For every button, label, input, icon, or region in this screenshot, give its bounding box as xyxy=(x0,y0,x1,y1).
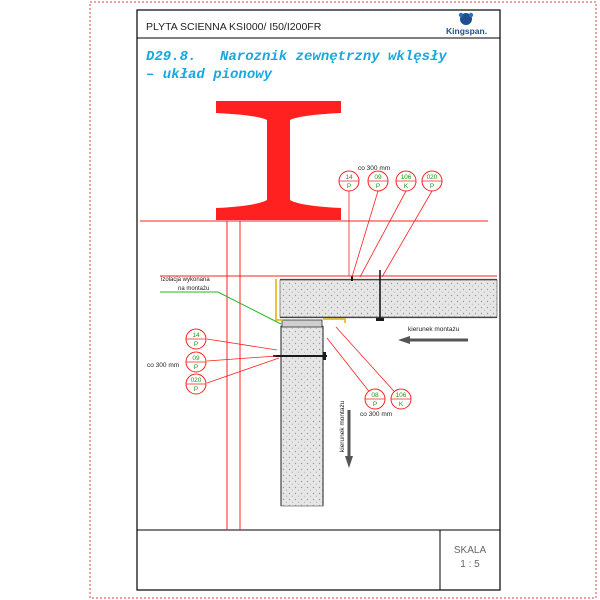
logo-text: Kingspan. xyxy=(446,26,487,36)
callout-code: 106 xyxy=(401,174,412,181)
callout-bubble: 09 P xyxy=(367,170,389,192)
leader-lines xyxy=(206,190,433,400)
drawing-frame xyxy=(136,9,501,591)
drawing-title-line2: – układ pionowy xyxy=(146,67,273,83)
drawing-code: D29.8. xyxy=(146,49,196,65)
scale-value: 1 : 5 xyxy=(460,559,480,570)
support-lines xyxy=(140,220,497,530)
callout-type: P xyxy=(194,364,198,371)
arrow-left-icon xyxy=(398,336,410,344)
callout-bubble: 020 P xyxy=(185,373,207,395)
callout-code: 106 xyxy=(396,392,407,399)
drawing-title-line1: Naroznik zewnętrzny wklęsły xyxy=(220,49,447,65)
callout-code: 14 xyxy=(345,174,353,181)
callout-code: 09 xyxy=(374,174,382,181)
direction-arrow-vertical: kierunek montażu xyxy=(339,400,353,468)
callout-code: 020 xyxy=(427,174,438,181)
direction-label-vertical: kierunek montażu xyxy=(339,400,346,452)
direction-arrow-horizontal: kierunek montażu xyxy=(398,326,468,344)
callout-group: 14 P 09 P 106 K 020 P 14 P xyxy=(185,170,443,410)
callout-type: P xyxy=(430,183,434,190)
spacing-label-left: co 300 mm xyxy=(147,362,179,369)
callout-code: 020 xyxy=(191,377,202,384)
callout-type: P xyxy=(194,386,198,393)
vertical-panel xyxy=(280,319,324,507)
corner-flashing xyxy=(275,279,346,323)
callout-type: P xyxy=(373,401,377,408)
arrow-down-icon xyxy=(345,456,353,468)
callout-type: K xyxy=(404,183,409,190)
callout-code: 14 xyxy=(192,332,200,339)
spacing-label-bottom: co 300 mm xyxy=(360,411,392,418)
callout-bubble: 14 P xyxy=(185,328,207,350)
callout-bubble: 106 K xyxy=(390,388,412,410)
callout-code: 08 xyxy=(371,392,379,399)
callout-bubble: 106 K xyxy=(395,170,417,192)
callout-type: K xyxy=(399,401,404,408)
product-title: PLYTA SCIENNA KSI000/ I50/I200FR xyxy=(146,21,322,33)
callout-bubble: 14 P xyxy=(338,170,360,192)
callout-type: P xyxy=(376,183,380,190)
insulation-label-1: izolacja wykonana xyxy=(161,277,210,283)
kingspan-logo: Kingspan. xyxy=(446,12,487,36)
horizontal-panel xyxy=(279,278,498,319)
scale-label: SKALA xyxy=(454,545,487,556)
insulation-label-2: na montażu xyxy=(178,286,209,292)
direction-label-horizontal: kierunek montażu xyxy=(408,326,460,333)
spacing-label-top: co 300 mm xyxy=(358,165,390,172)
callout-code: 09 xyxy=(192,355,200,362)
callout-bubble: 09 P xyxy=(185,351,207,373)
steel-i-beam xyxy=(216,101,341,220)
logo-mark-icon xyxy=(460,13,472,25)
insulation-note: izolacja wykonana na montażu xyxy=(160,277,282,325)
callout-type: P xyxy=(194,341,198,348)
outer-dashed-border xyxy=(89,1,597,599)
callout-bubble: 020 P xyxy=(421,170,443,192)
callout-type: P xyxy=(347,183,351,190)
callout-bubble: 08 P xyxy=(364,388,386,410)
fastener-left xyxy=(273,352,327,360)
